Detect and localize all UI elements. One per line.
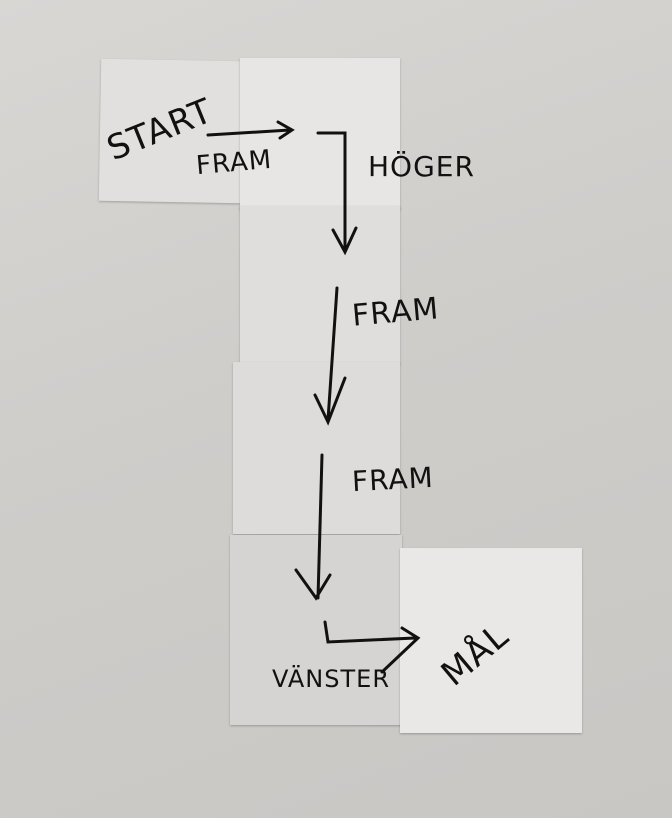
goal-square	[400, 548, 582, 733]
path-square-3	[233, 362, 400, 534]
arrow-hoger	[316, 131, 358, 256]
vanster-label: VÄNSTER	[272, 665, 390, 693]
arrow-fram-1	[206, 120, 295, 140]
arrow-fram-2	[313, 286, 347, 426]
path-square-2	[240, 206, 400, 364]
fram-label-3: FRAM	[351, 460, 435, 499]
path-square-4	[230, 535, 402, 725]
hoger-label: HÖGER	[368, 150, 475, 183]
arrow-fram-3	[294, 453, 332, 601]
arrow-vanster	[323, 620, 421, 674]
